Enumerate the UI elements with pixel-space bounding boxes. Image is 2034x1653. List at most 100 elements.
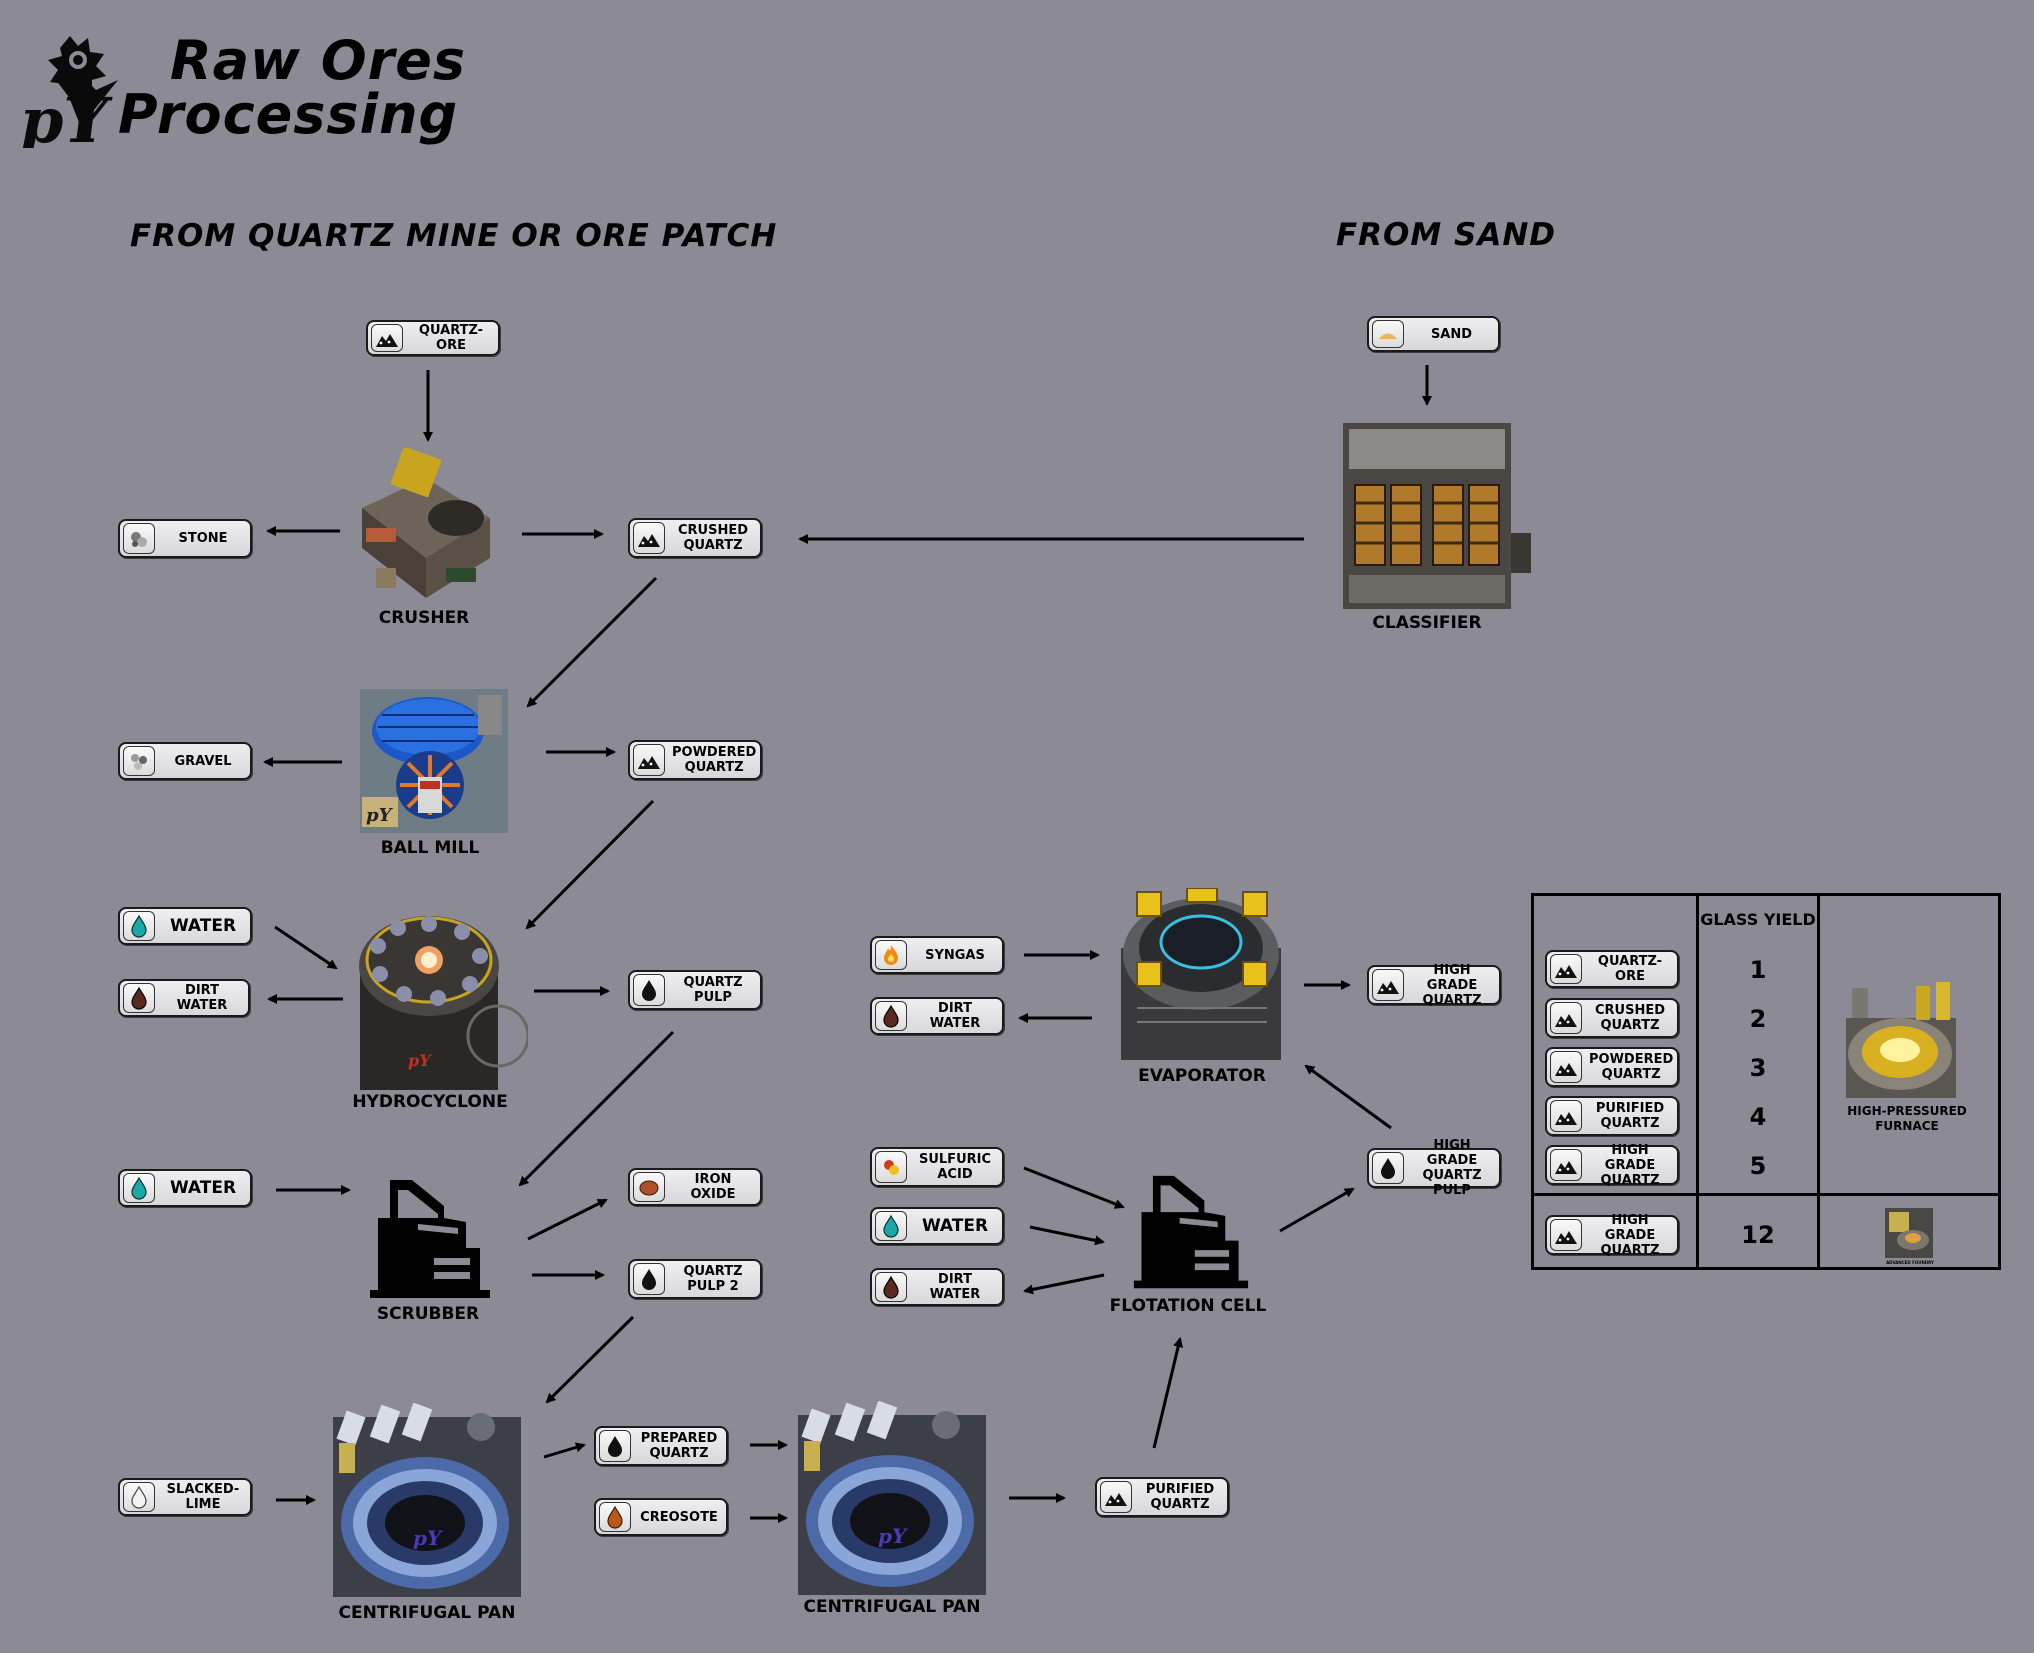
yield-value: 5	[1749, 1152, 1767, 1180]
water-drop-icon	[123, 911, 155, 941]
centrifugal-pan-1-label: CENTRIFUGAL PAN	[338, 1603, 516, 1623]
rock-pile-icon	[1550, 1002, 1582, 1034]
svg-text:pY: pY	[20, 84, 113, 148]
rock-pile-icon	[1550, 954, 1582, 984]
item-purified-quartz: PURIFIED QUARTZ	[1095, 1477, 1229, 1517]
arrow-crushed-quartz-to-ball-mill	[526, 576, 658, 708]
glass-yield-header: GLASS YIELD	[1700, 910, 1816, 929]
creosote-drop-icon	[599, 1502, 631, 1532]
svg-text:pY: pY	[878, 1524, 908, 1548]
arrow-flotation-cell-to-dirt-water	[1023, 1273, 1105, 1295]
arrow-pan-to-prepared-quartz	[543, 1442, 586, 1459]
black-drop-icon	[633, 974, 665, 1006]
item-water-1: WATER	[118, 907, 252, 945]
classifier-label: CLASSIFIER	[1372, 613, 1482, 633]
factory-silhouette-icon	[370, 1180, 490, 1298]
black-drop-icon	[633, 1263, 665, 1295]
item-high-grade-quartz: HIGH GRADE QUARTZ	[1367, 963, 1501, 1008]
rock-pile-icon	[1550, 1149, 1582, 1181]
svg-text:pY: pY	[413, 1526, 443, 1550]
rock-pile-icon	[1550, 1219, 1582, 1251]
flotation-cell-machine: FLOTATION CELL	[1110, 1172, 1266, 1316]
py-logo-icon: pY	[20, 36, 118, 148]
centrifugal-pan-2-machine: pY CENTRIFUGAL PAN	[796, 1401, 986, 1617]
item-sand: SAND	[1367, 316, 1500, 352]
svg-text:pY: pY	[408, 1051, 432, 1070]
item-gravel: GRAVEL	[118, 742, 252, 780]
ball-mill-label: BALL MILL	[380, 838, 480, 858]
arrow-scrubber-to-iron-oxide	[527, 1198, 608, 1241]
item-powdered-quartz: POWDERED QUARTZ	[628, 740, 762, 780]
stone-icon	[123, 523, 155, 554]
yield-row-item: CRUSHED QUARTZ	[1545, 998, 1679, 1038]
item-quartz-pulp-2: QUARTZ PULP 2	[628, 1259, 762, 1299]
rock-pile-icon	[1100, 1481, 1132, 1513]
yield-value-bottom: 12	[1741, 1221, 1775, 1249]
item-slacked-lime: SLACKED-LIME	[118, 1478, 252, 1516]
black-drop-icon	[599, 1430, 631, 1462]
dirt-water-drop-icon	[875, 1272, 907, 1302]
centrifugal-pan-icon: pY	[798, 1401, 986, 1595]
crusher-icon	[362, 448, 490, 598]
item-dirt-water-2: DIRT WATER	[870, 997, 1004, 1035]
gravel-icon	[123, 746, 155, 776]
yield-value: 1	[1749, 956, 1767, 984]
yield-row-item: HIGH GRADE QUARTZ	[1545, 1143, 1679, 1188]
item-high-grade-quartz-pulp: HIGH GRADE QUARTZ PULP	[1367, 1138, 1501, 1198]
high-pressured-furnace-icon	[1846, 982, 1956, 1098]
evaporator-icon	[1121, 888, 1281, 1060]
rock-pile-icon	[1550, 1051, 1582, 1083]
black-drop-icon	[1372, 1152, 1404, 1184]
item-quartz-ore: QUARTZ-ORE	[366, 320, 500, 356]
arrow-purified-quartz-to-flotation-cell	[1152, 1337, 1184, 1449]
water-drop-icon	[875, 1211, 907, 1241]
arrow-water-to-hydrocyclone	[274, 925, 338, 970]
arrow-sulfuric-acid-to-flotation-cell	[1023, 1166, 1125, 1209]
arrow-quartz-pulp-2-to-centrifugal-pan	[545, 1315, 635, 1404]
item-prepared-quartz: PREPARED QUARTZ	[594, 1426, 728, 1466]
flotation-cell-label: FLOTATION CELL	[1109, 1296, 1267, 1316]
centrifugal-pan-1-machine: pY CENTRIFUGAL PAN	[331, 1403, 521, 1623]
yield-value: 4	[1749, 1103, 1767, 1131]
arrow-powdered-quartz-to-hydrocyclone	[525, 799, 655, 930]
item-syngas: SYNGAS	[870, 936, 1004, 974]
item-water-3: WATER	[870, 1207, 1004, 1245]
rock-pile-icon	[1372, 969, 1404, 1001]
item-iron-oxide: IRON OXIDE	[628, 1168, 762, 1206]
classifier-machine: CLASSIFIER	[1343, 423, 1531, 633]
sulfuric-acid-icon	[875, 1151, 907, 1183]
svg-text:pY: pY	[366, 805, 394, 826]
centrifugal-pan-icon: pY	[333, 1403, 521, 1597]
crusher-label: CRUSHER	[378, 608, 470, 628]
arrow-high-grade-pulp-to-evaporator	[1304, 1064, 1392, 1130]
title-line-1: Raw Ores	[170, 29, 467, 92]
arrow-quartz-pulp-to-scrubber	[518, 1030, 675, 1187]
ball-mill-machine: pY BALL MILL	[358, 687, 516, 858]
dirt-water-drop-icon	[875, 1001, 907, 1031]
classifier-icon	[1343, 423, 1531, 609]
yield-row-item: POWDERED QUARTZ	[1545, 1047, 1679, 1087]
sand-pile-icon	[1372, 320, 1404, 348]
rock-pile-icon	[633, 522, 665, 554]
title-line-2: Processing	[118, 83, 459, 146]
page-title: Raw Ores Processing	[118, 34, 466, 142]
advanced-foundry-icon	[1885, 1208, 1933, 1258]
hydrocyclone-machine: pY HYDROCYCLONE	[352, 906, 528, 1112]
glass-yield-table: GLASS YIELD 1 2 3 4 5 12 HIGH-PRESSURED …	[1531, 893, 2001, 1270]
item-creosote: CREOSOTE	[594, 1498, 728, 1536]
section-heading-sand: FROM SAND	[1336, 217, 1557, 253]
rock-pile-icon	[371, 324, 403, 352]
advanced-foundry-label: ADVANCED FOUNDRY	[1886, 1260, 1934, 1265]
item-dirt-water-1: DIRT WATER	[118, 979, 250, 1017]
yield-row-item: PURIFIED QUARTZ	[1545, 1096, 1679, 1136]
arrow-water-to-flotation-cell	[1029, 1225, 1105, 1246]
furnace-label: HIGH-PRESSURED FURNACE	[1847, 1104, 1967, 1133]
flame-icon	[875, 940, 907, 970]
item-sulfuric-acid: SULFURIC ACID	[870, 1147, 1004, 1187]
white-drop-icon	[123, 1482, 155, 1512]
rock-pile-icon	[1550, 1100, 1582, 1132]
item-water-2: WATER	[118, 1169, 252, 1207]
arrow-flotation-cell-to-high-grade-pulp	[1279, 1187, 1355, 1233]
yield-value: 2	[1749, 1005, 1767, 1033]
